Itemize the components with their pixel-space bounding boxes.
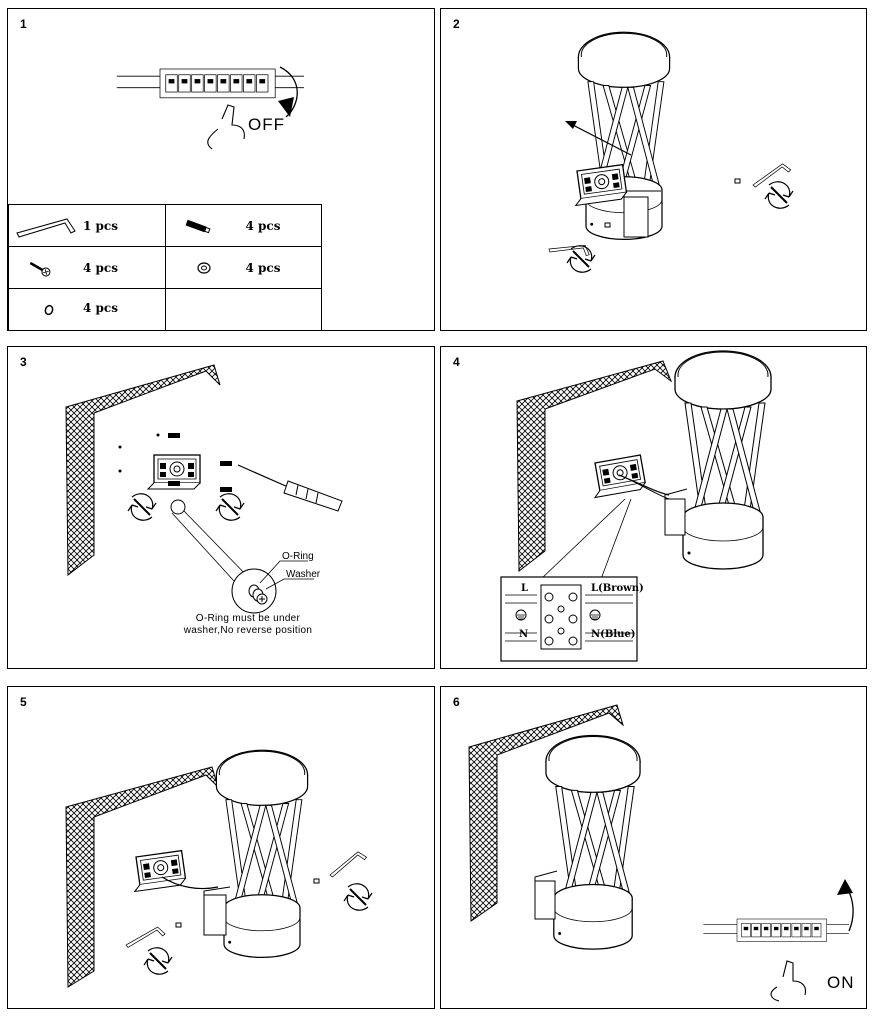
parts-cell: 4 pcs <box>8 288 166 331</box>
parts-cell: 4 pcs <box>8 246 166 289</box>
terminal-right-bottom: N(Blue) <box>591 629 636 640</box>
allen-key-icon <box>123 925 167 949</box>
wall-mount-icon <box>203 894 227 936</box>
wall-plug-icon <box>185 219 210 234</box>
step-number: 6 <box>453 695 460 709</box>
parts-cell <box>164 288 322 331</box>
wall-icon <box>468 704 624 922</box>
wiring-illustration: L N L(Brown) N(Blue) <box>500 350 772 662</box>
terminal-left-bottom: N <box>519 629 528 640</box>
note-line: washer,No reverse position <box>183 625 313 636</box>
lamp-reassembly-illustration <box>65 749 373 988</box>
wall-plug-icon <box>168 433 232 492</box>
step-4-panel: 4 L N L(Brown) N(Blue) <box>440 346 867 669</box>
rotate-icon <box>764 180 794 210</box>
allen-key-icon <box>325 849 369 878</box>
parts-qty: 4 pcs <box>245 261 281 275</box>
screw-icon <box>604 222 611 228</box>
hand-icon <box>770 960 807 1002</box>
parts-table: 1 pcs 4 pcs 4 pcs 4 pcs 4 pcs <box>8 204 322 331</box>
step-number: 2 <box>453 17 460 31</box>
screw-icon <box>313 878 320 884</box>
lamp-icon <box>215 749 309 959</box>
bracket-icon <box>570 163 628 207</box>
terminal-right-top: L(Brown) <box>591 583 644 594</box>
bracket-mounting-illustration: O-Ring Washer <box>65 364 343 614</box>
terminal-block-icon <box>500 576 638 662</box>
step-number: 5 <box>20 695 27 709</box>
on-label: ON <box>827 973 855 992</box>
rotate-icon <box>127 492 157 522</box>
hand-icon <box>207 104 245 150</box>
rotate-icon <box>143 946 173 976</box>
cable-icon <box>161 876 219 890</box>
washer-label: Washer <box>286 569 321 580</box>
wall-mount-icon <box>534 880 556 920</box>
step-number: 1 <box>20 17 27 31</box>
step-1-panel: 1 OFF 1 pcs 4 pcs 4 pcs <box>7 8 435 331</box>
lamp-icon <box>674 350 772 570</box>
parts-cell: 4 pcs <box>164 246 322 289</box>
off-label: OFF <box>248 115 285 134</box>
bracket-icon <box>129 849 187 893</box>
power-on-illustration <box>468 704 854 1002</box>
wall-mount-icon <box>664 498 686 536</box>
step-6-panel: 6 ON <box>440 686 867 1009</box>
step-number: 4 <box>453 355 460 369</box>
allen-key-icon <box>548 238 592 260</box>
parts-qty: 4 pcs <box>83 261 118 275</box>
note-line: O-Ring must be under <box>195 613 301 624</box>
breaker-off-illustration <box>116 66 305 150</box>
wall-icon <box>65 364 221 577</box>
step-2-panel: 2 <box>440 8 867 331</box>
parts-qty: 1 pcs <box>83 219 118 233</box>
parts-cell: 4 pcs <box>164 204 322 247</box>
rotate-icon <box>215 492 245 522</box>
arrow-up-left-icon <box>568 122 632 156</box>
screwdriver-icon <box>237 464 343 512</box>
lamp-disassembly-illustration <box>548 31 794 274</box>
washer-icon <box>196 262 211 274</box>
parts-qty: 4 pcs <box>83 301 118 315</box>
screw-icon <box>175 922 182 928</box>
lamp-icon <box>545 734 641 950</box>
bracket-icon <box>588 454 647 499</box>
oring-label: O-Ring <box>282 551 314 562</box>
circuit-breaker-icon <box>116 68 305 99</box>
circuit-breaker-icon <box>703 918 850 942</box>
oring-note: O-Ring must be under washer,No reverse p… <box>168 613 328 637</box>
wall-icon <box>516 360 673 573</box>
allen-key-icon <box>16 218 76 238</box>
parts-qty: 4 pcs <box>245 219 281 233</box>
o-ring-icon <box>44 304 54 316</box>
screw-detail-icon <box>248 584 268 605</box>
terminal-left-top: L <box>521 583 528 594</box>
wall-icon <box>65 766 219 988</box>
rotate-icon <box>343 882 373 912</box>
step-3-panel: 3 O-Ring Washer O-Ring must be under <box>7 346 435 669</box>
parts-cell: 1 pcs <box>8 204 166 247</box>
step-5-panel: 5 <box>7 686 435 1009</box>
step-number: 3 <box>20 355 27 369</box>
screw-icon <box>734 178 741 184</box>
screw-icon <box>29 261 51 277</box>
